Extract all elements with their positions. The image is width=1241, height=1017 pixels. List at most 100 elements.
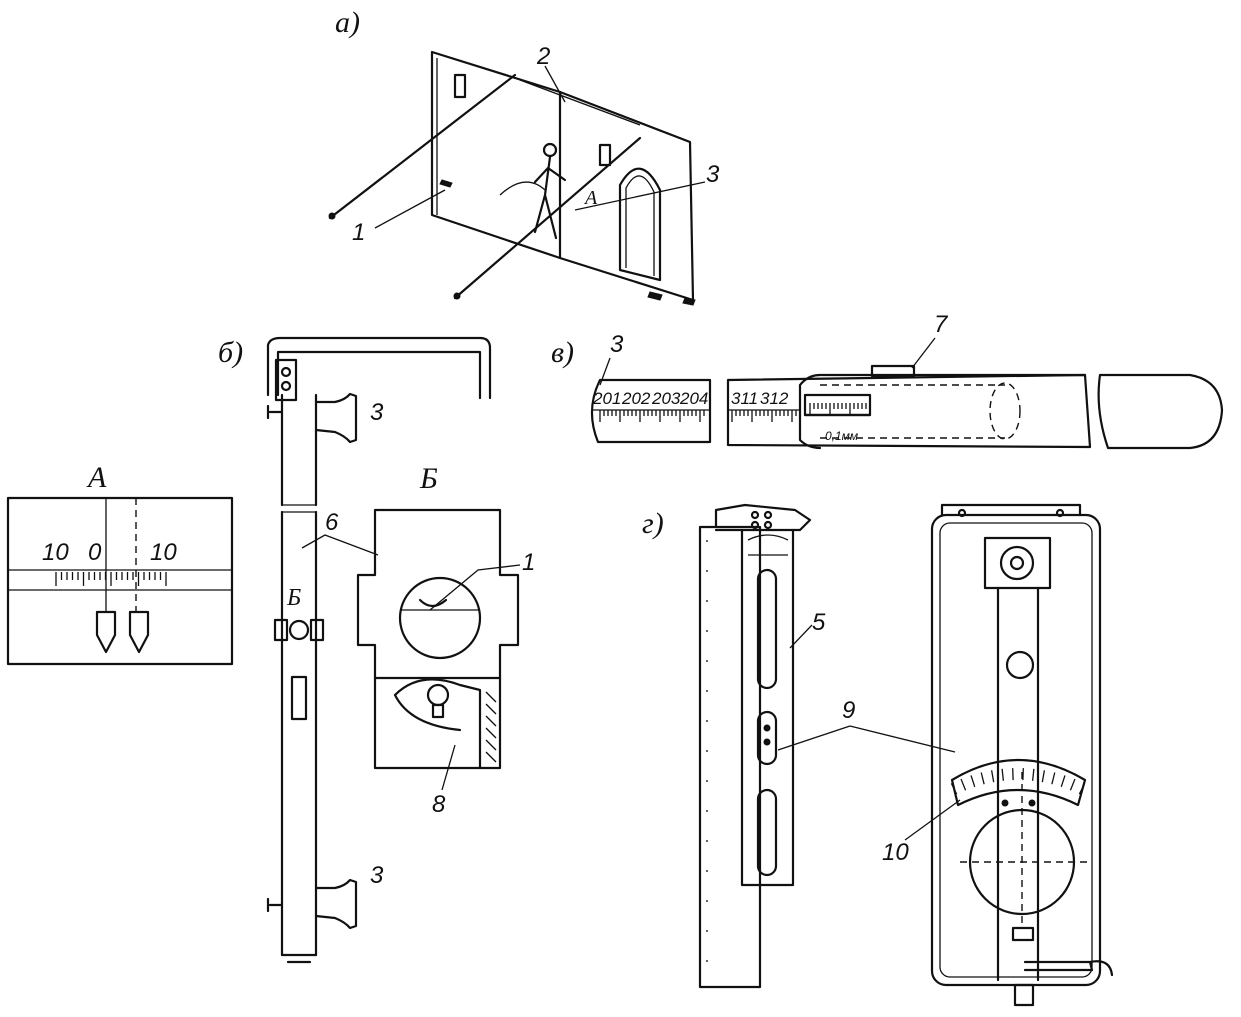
arc-scale-tick (1031, 768, 1035, 781)
side-view-ring (747, 534, 789, 556)
rod-middle-clamp-right (309, 618, 325, 642)
side-view-top-cap (714, 503, 812, 532)
rod-lower-screw (266, 897, 284, 913)
front-view-hole-right (1055, 508, 1065, 518)
side-view-post (698, 525, 762, 989)
tape-label-203: 203 (651, 389, 681, 408)
tape-segment-1 (590, 378, 712, 444)
side-view-slot-3 (756, 788, 778, 877)
side-view-slot-2 (756, 710, 778, 766)
arc-scale-tick (1001, 768, 1005, 781)
wall-small-opening-2 (598, 143, 612, 167)
side-view-slot-1 (756, 568, 778, 690)
label-detail-B: Б (419, 462, 438, 495)
leader-3 (574, 181, 706, 211)
arc-scale-tick (1078, 783, 1086, 795)
plumb-bob-right (128, 610, 150, 654)
front-view-bottom-tab (1013, 983, 1035, 1007)
detail-B-sight-window: Б 1 8 (356, 462, 535, 818)
callout-3-a: 3 (706, 161, 720, 188)
front-view-lock (1011, 926, 1035, 942)
rod-middle-pivot (288, 619, 310, 641)
scale-A-left-label: 10 (42, 539, 69, 566)
front-view-screw (1023, 960, 1114, 977)
wire-anchor-upper (328, 212, 336, 220)
detail-B-bulb (426, 683, 450, 707)
arc-scale-tick (960, 778, 967, 791)
detail-B-lens-mark (418, 598, 448, 608)
side-view-slide (740, 528, 795, 887)
detail-A-frame (6, 496, 234, 666)
rod-upper-screw (266, 404, 284, 420)
tape-label-311: 311 (731, 389, 758, 408)
leader-2 (544, 65, 566, 103)
leader-5 (789, 624, 813, 649)
detail-A-scale: А 10 0 10 (6, 461, 234, 666)
front-view-top-plate (983, 536, 1052, 590)
rod-lamp-housing (290, 675, 308, 721)
wall-arched-door (618, 167, 662, 282)
floor-mark-3 (682, 297, 696, 306)
vernier-ticks (809, 403, 867, 414)
label-panel-v: в) (551, 336, 574, 369)
detail-B-plate (356, 508, 520, 680)
view-a-wall-isometric: а) 1 2 3 А (328, 6, 720, 306)
rod-top-clamp-hole-2 (280, 380, 292, 392)
detail-B-cutaway (393, 678, 482, 770)
leader-7 (911, 337, 936, 369)
arc-scale-tick (980, 772, 985, 785)
callout-9: 9 (842, 697, 855, 724)
rod-lower-segment (280, 510, 318, 957)
scale-A-ticks (55, 572, 167, 586)
view-b-vertical-rod: б) 3 3 6 Б (218, 336, 492, 964)
front-view-pulley (999, 545, 1035, 581)
detail-B-lens-circle (398, 576, 482, 660)
view-g-level-instrument: г) 5 (642, 503, 1114, 1007)
scale-A-center-label: 0 (88, 539, 102, 566)
leader-1-b (429, 564, 521, 611)
callout-3-v: 3 (610, 331, 624, 358)
rod-top-clamp (274, 358, 298, 402)
arc-scale-tick (1060, 775, 1066, 788)
tape-segment-end (1097, 373, 1224, 450)
measuring-wire-upper (328, 73, 517, 220)
tape-segment-2 (726, 373, 1092, 449)
callout-A-a: А (583, 187, 598, 209)
callout-5: 5 (812, 609, 826, 636)
arc-scale-ticks (950, 768, 1086, 795)
arc-scale-tick (1051, 772, 1056, 785)
tape-label-312: 312 (760, 389, 789, 408)
vernier-clamp-screw (870, 364, 916, 378)
view-v-measuring-tape: в) 3 201 202 203 204 311 312 0,1мм 7 (551, 311, 1224, 450)
front-view-knob (1005, 650, 1035, 680)
label-panel-g: г) (642, 507, 664, 540)
detail-B-cutaway-lower (393, 693, 462, 732)
floor-mark-2 (647, 291, 663, 301)
label-panel-b: б) (218, 336, 243, 369)
callout-2-a: 2 (536, 43, 550, 70)
wire-anchor-lower (453, 292, 461, 300)
callout-B-b: Б (286, 585, 301, 611)
wall-small-opening-1 (453, 73, 467, 99)
callout-6-b: 6 (325, 509, 339, 536)
tape-seg2-ticks (731, 410, 797, 422)
label-panel-a: а) (335, 6, 360, 39)
front-view-hole-left (957, 508, 967, 518)
tape-seg1-ticks (599, 410, 705, 422)
leader-9-front (849, 725, 956, 753)
plumb-bob-left (95, 610, 117, 654)
rod-upper-segment (280, 393, 318, 507)
callout-3-b-upper: 3 (370, 399, 384, 426)
arc-scale-10 (950, 759, 1087, 807)
arc-scale-tick (950, 783, 958, 795)
rod-middle-clamp-left (273, 618, 289, 642)
measuring-wire-lower (453, 136, 642, 300)
rod-top-bracket-inner (276, 350, 482, 400)
tape-label-201: 201 (592, 389, 621, 408)
cap-hole-4 (763, 520, 773, 530)
floor-mark-1 (439, 179, 453, 188)
scale-A-right-label: 10 (150, 539, 177, 566)
leader-8 (441, 744, 456, 791)
disc-dot-2 (1028, 799, 1036, 807)
